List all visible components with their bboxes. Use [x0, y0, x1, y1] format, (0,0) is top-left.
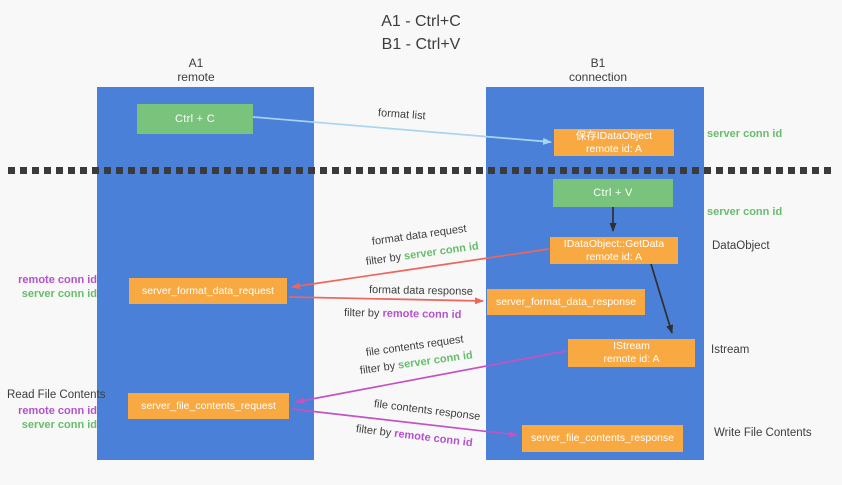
remote-conn-id-text: remote conn id [18, 405, 97, 417]
node-istream-line2: remote id: A [603, 353, 660, 365]
side-label-server-conn-id-ctrlv: server conn id [707, 206, 783, 218]
label-format-list: format list [377, 107, 426, 123]
node-server-format-data-response: server_format_data_response [487, 289, 645, 315]
filter-by-text: filter by [343, 307, 383, 320]
label-filter-remote-conn-2: filter by remote conn id [355, 423, 473, 449]
phase-divider-dotted-line [8, 167, 834, 174]
server-conn-id-text: server conn id [403, 240, 480, 263]
node-server-file-contents-response: server_file_contents_response [522, 425, 683, 452]
node-save-idataobject-line2: remote id: A [585, 142, 643, 155]
node-getdata-line2: remote id: A [585, 250, 643, 263]
column-header-a1: A1 remote [96, 56, 296, 84]
label-file-contents-response: file contents response [373, 398, 481, 423]
column-a1-subtitle: remote [177, 70, 215, 84]
column-b1-subtitle: connection [568, 70, 628, 84]
filter-by-text: filter by [365, 250, 405, 268]
node-server-file-contents-request: server_file_contents_request [128, 393, 289, 419]
node-ctrl-v: Ctrl + V [553, 179, 673, 207]
column-b1-name: B1 [590, 56, 606, 70]
side-label-read-file-contents: Read File Contents [7, 389, 106, 401]
filter-by-text: filter by [355, 423, 395, 440]
node-ctrl-v-label: Ctrl + V [593, 187, 633, 199]
label-filter-remote-conn-1: filter by remote conn id [344, 307, 462, 321]
remote-conn-id-text: remote conn id [382, 307, 462, 322]
filter-by-text: filter by [359, 359, 399, 377]
node-format-request-label: server_format_data_request [142, 284, 274, 297]
diagram-title: A1 - Ctrl+C B1 - Ctrl+V [0, 10, 842, 56]
side-label-write-file-contents: Write File Contents [714, 427, 812, 439]
side-label-conn-ids-file: remote conn id server conn id [10, 404, 97, 432]
node-save-idataobject: 保存IDataObject remote id: A [554, 129, 674, 156]
node-save-idataobject-line1: 保存IDataObject [575, 129, 653, 142]
node-ctrl-c-label: Ctrl + C [175, 113, 215, 125]
side-label-server-conn-id-top: server conn id [707, 128, 783, 140]
node-server-format-data-request: server_format_data_request [129, 278, 287, 304]
node-format-response-label: server_format_data_response [495, 295, 637, 308]
node-istream: IStream remote id: A [568, 339, 695, 367]
title-line-1: A1 - Ctrl+C [381, 13, 461, 30]
node-getdata-line1: IDataObject::GetData [563, 237, 665, 250]
label-format-data-response: format data response [368, 284, 474, 298]
side-label-dataobject: DataObject [712, 240, 770, 252]
node-istream-line1: IStream [613, 340, 650, 352]
remote-conn-id-text: remote conn id [18, 274, 97, 286]
server-conn-id-text: server conn id [21, 419, 97, 431]
side-label-istream: Istream [711, 344, 750, 356]
node-file-request-label: server_file_contents_request [141, 399, 276, 412]
side-label-conn-ids-format: remote conn id server conn id [10, 273, 97, 301]
node-ctrl-c: Ctrl + C [137, 104, 253, 134]
node-file-response-label: server_file_contents_response [530, 432, 674, 444]
remote-conn-id-text: remote conn id [393, 427, 474, 450]
server-conn-id-text: server conn id [21, 288, 97, 300]
column-a1-name: A1 [188, 56, 204, 70]
node-idataobject-getdata: IDataObject::GetData remote id: A [550, 237, 678, 264]
column-header-b1: B1 connection [498, 56, 698, 84]
arrow-format-data-response [288, 296, 484, 305]
title-line-2: B1 - Ctrl+V [381, 36, 461, 53]
